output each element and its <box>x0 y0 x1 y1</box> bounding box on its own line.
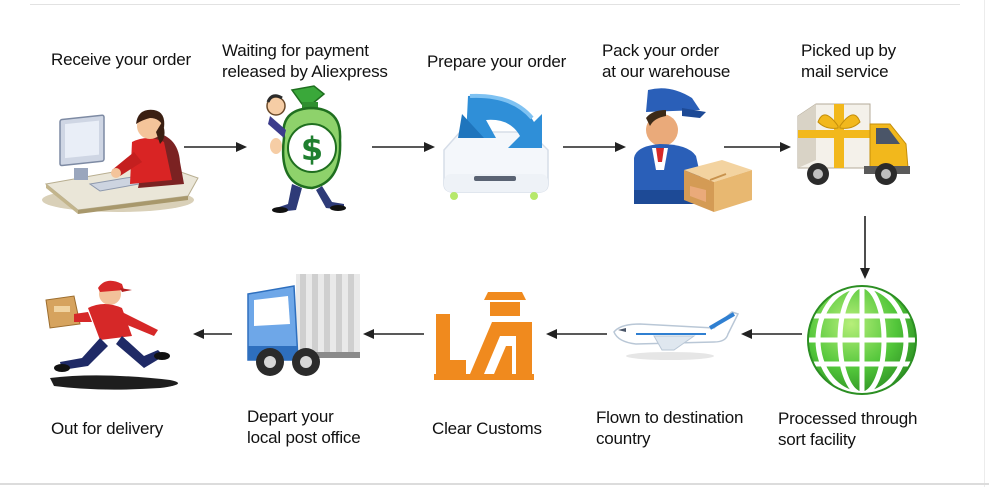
arrow-payment-to-prepare <box>372 142 435 152</box>
download-tray-icon <box>443 93 549 200</box>
arrow-processed-to-flown <box>741 329 802 339</box>
arrow-receive-to-payment <box>184 142 247 152</box>
post-truck-icon <box>247 274 360 376</box>
warehouse-worker-icon <box>634 88 752 212</box>
label-waiting-payment: Waiting for payment released by Aliexpre… <box>222 41 388 81</box>
label-processed-sort: Processed through sort facility <box>778 409 918 449</box>
arrow-pack-to-picked <box>724 142 791 152</box>
label-clear-customs: Clear Customs <box>432 419 542 438</box>
airplane-icon <box>613 311 740 360</box>
label-picked-up: Picked up by mail service <box>801 41 896 81</box>
arrow-picked-to-processed <box>860 216 870 279</box>
globe-icon <box>807 285 917 395</box>
running-courier-icon <box>45 280 178 390</box>
arrow-customs-to-depart <box>363 329 424 339</box>
arrow-prepare-to-pack <box>563 142 626 152</box>
right-border <box>984 0 985 487</box>
customs-officer-icon <box>434 292 534 380</box>
label-pack-order: Pack your order at our warehouse <box>602 41 731 81</box>
arrow-depart-to-delivery <box>193 329 232 339</box>
label-depart-post-office: Depart your local post office <box>247 407 361 447</box>
label-flown-destination: Flown to destination country <box>596 408 744 448</box>
top-border <box>30 4 960 5</box>
arrow-flown-to-customs <box>546 329 607 339</box>
svg-text:$: $ <box>301 130 323 168</box>
bottom-border <box>0 483 989 485</box>
label-prepare-order: Prepare your order <box>427 52 567 71</box>
operator-at-computer-icon <box>42 109 199 214</box>
money-bag-icon: $ <box>266 85 346 213</box>
gift-truck-icon <box>797 103 910 185</box>
label-receive-order: Receive your order <box>51 50 192 69</box>
label-out-for-delivery: Out for delivery <box>51 419 164 438</box>
